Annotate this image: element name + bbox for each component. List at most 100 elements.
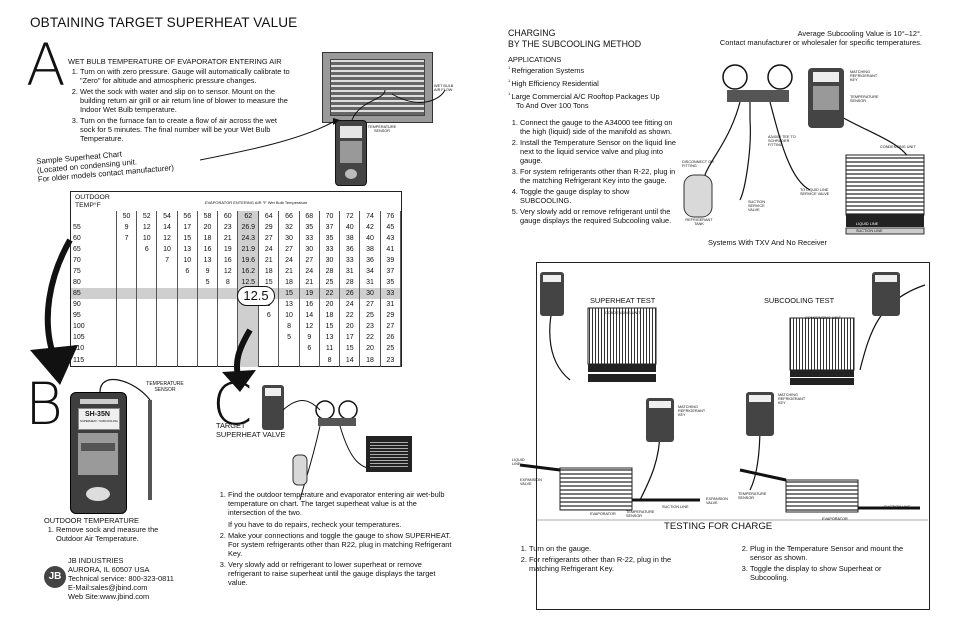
label-temp-sensor-test-2: TEMPERATURE SENSOR [738, 492, 767, 501]
table-cell: 10 [156, 244, 178, 255]
gauge-b-header [80, 399, 118, 404]
table-cell [258, 321, 280, 332]
table-cell: 5 [278, 332, 300, 343]
gauge-c-display [265, 388, 281, 396]
outdoor-label: OUTDOOR TEMP°F [75, 194, 110, 211]
return-air-grille [322, 52, 433, 123]
table-cell [258, 332, 280, 343]
table-cell: 23 [217, 222, 239, 233]
table-cell [116, 244, 138, 255]
label-suction-line-2: SUCTION LINE [884, 505, 911, 509]
label-condensing-unit: CONDENSING UNIT [880, 145, 916, 149]
table-row-temp: 100 [71, 321, 117, 332]
application-item: 1 Large Commercial A/C Rooftop Packages … [508, 91, 660, 111]
table-cell [156, 332, 178, 343]
table-cell: 12 [299, 321, 320, 332]
table-cell: 15 [319, 321, 341, 332]
application-item: 1 Refrigeration Systems [508, 65, 585, 76]
table-cell: 15 [258, 277, 280, 288]
table-cell: 37 [319, 222, 341, 233]
table-column-header: 50 [116, 211, 138, 222]
table-cell [197, 310, 219, 321]
table-cell: 24 [278, 255, 300, 266]
table-cell: 38 [339, 233, 361, 244]
table-cell: 18 [258, 266, 280, 277]
table-cell: 35 [380, 277, 402, 288]
table-cell: 12 [217, 266, 239, 277]
table-cell [136, 310, 158, 321]
table-cell: 8 [217, 277, 239, 288]
table-cell: 20 [339, 321, 361, 332]
table-cell: 41 [380, 244, 402, 255]
section-c-step-text: Find the outdoor temperature and evapora… [228, 490, 445, 518]
company-email: E-Mail:sales@jbind.com [68, 583, 148, 593]
table-cell: 19 [217, 244, 239, 255]
table-cell: 6 [177, 266, 198, 277]
subcooling-test-title: SUBCOOLING TEST [764, 296, 835, 305]
table-cell [217, 299, 239, 310]
gauge-top [808, 68, 844, 128]
table-cell: 36 [359, 255, 381, 266]
test-condenser-2 [789, 317, 855, 371]
testing-step: Plug in the Temperature Sensor and mount… [750, 544, 906, 562]
table-cell: 27 [299, 255, 320, 266]
outdoor-label-line: OUTDOOR [75, 194, 110, 201]
company-info: JB INDUSTRIES AURORA, IL 60507 USA Techn… [68, 556, 174, 601]
table-cell: 38 [359, 244, 381, 255]
table-cell: 40 [359, 233, 381, 244]
section-a-step: Turn on with zero pressure. Gauge will a… [80, 67, 290, 85]
table-cell [136, 299, 158, 310]
charging-step: Very slowly add or remove refrigerant un… [520, 207, 678, 225]
label-refrigerant-tank: REFRIGERANT TANK [685, 218, 713, 227]
table-cell: 29 [258, 222, 280, 233]
gauge-a-logo [345, 169, 357, 179]
gauge-b-button [81, 443, 115, 451]
table-cell [197, 354, 219, 367]
table-cell: 12 [136, 222, 158, 233]
table-cell: 27 [278, 244, 300, 255]
table-cell: 18 [197, 233, 219, 244]
test-gauge-2-display [875, 275, 897, 282]
table-cell: 10 [278, 310, 300, 321]
table-cell: 17 [177, 222, 198, 233]
table-cell: 33 [319, 244, 341, 255]
table-row-temp: 85 [71, 288, 117, 299]
table-cell [116, 288, 138, 299]
table-cell: 24 [258, 244, 280, 255]
table-cell: 11 [319, 343, 341, 354]
table-cell: 21 [299, 277, 320, 288]
table-cell: 14 [339, 354, 361, 367]
test-gauge-2 [872, 272, 900, 316]
table-cell [116, 266, 138, 277]
gauge-b-display: SH-35N SUPERHEAT / SUBCOOLING [78, 408, 120, 430]
table-cell: 9 [116, 222, 138, 233]
table-cell: 6 [258, 310, 280, 321]
label-temp-sensor-test-1: TEMPERATURE SENSOR [626, 510, 655, 519]
table-column-header: 70 [319, 211, 341, 222]
table-cell: 29 [380, 310, 402, 321]
label-condensing-unit-test-1: CONDENSING UNIT [605, 311, 641, 315]
table-column-header: 68 [299, 211, 320, 222]
gauge-top-display [813, 72, 839, 82]
table-cell: 33 [299, 233, 320, 244]
charging-step: Install the Temperature Sensor on the li… [520, 138, 678, 165]
charging-step: Toggle the gauge display to show SUBCOOL… [520, 187, 678, 205]
table-cell: 8 [319, 354, 341, 367]
table-cell: 7 [156, 255, 178, 266]
table-cell [116, 255, 138, 266]
table-corner-cell [71, 211, 117, 222]
table-cell: 10 [177, 255, 198, 266]
table-cell: 26.9 [237, 222, 260, 233]
table-cell [136, 332, 158, 343]
application-text: Refrigeration Systems [511, 66, 585, 76]
outdoor-temp-block: OUTDOOR TEMPERATURE Remove sock and meas… [44, 516, 174, 545]
application-text: High Efficiency Residential [511, 79, 599, 89]
table-row-temp: 80 [71, 277, 117, 288]
company-name: JB INDUSTRIES [68, 556, 124, 565]
refrigerant-tank-c [292, 454, 308, 486]
table-cell: 25 [319, 277, 341, 288]
